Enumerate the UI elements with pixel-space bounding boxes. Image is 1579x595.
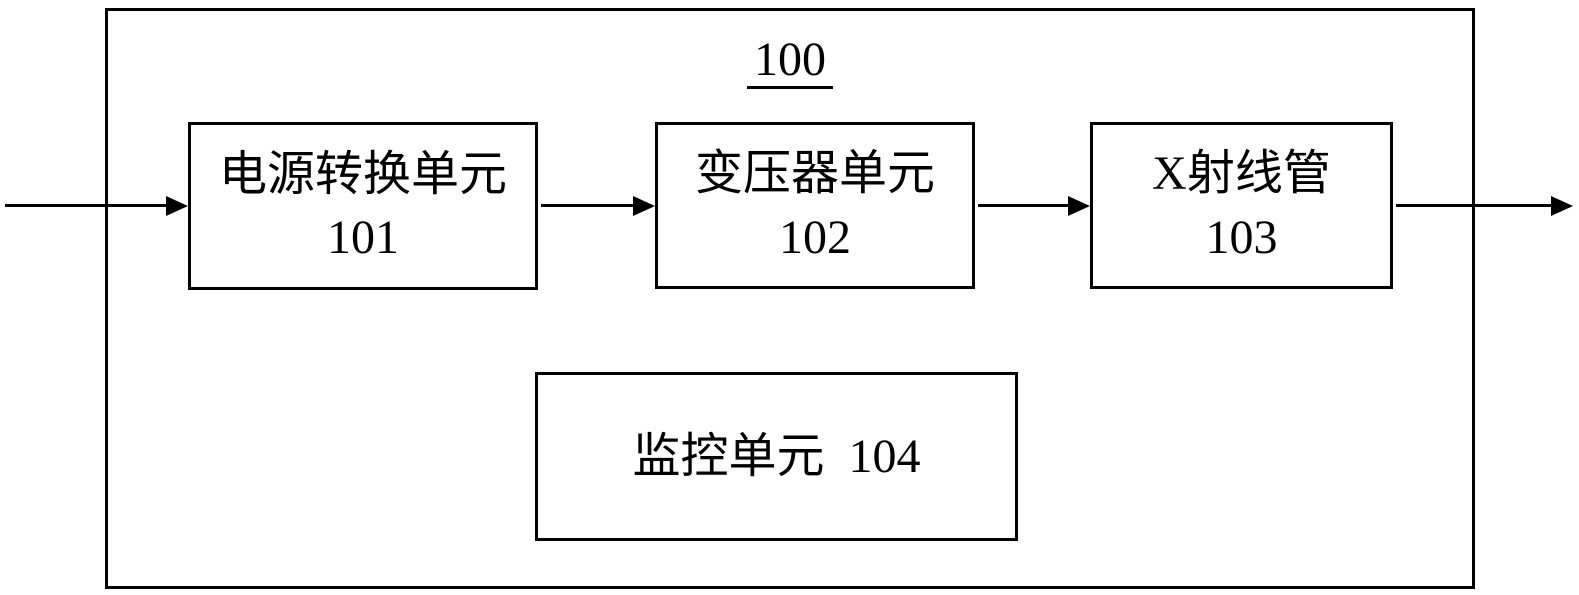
diagram-title-wrap: 100 (105, 36, 1475, 89)
arrow-101-102-head-icon (633, 196, 655, 216)
arrow-input-head-icon (166, 196, 188, 216)
block-ref: 101 (327, 211, 399, 264)
arrow-102-103-head-icon (1068, 196, 1090, 216)
arrow-102-103-line (978, 204, 1070, 207)
block-transformer-unit: 变压器单元 102 (655, 122, 975, 289)
block-power-conversion-unit: 电源转换单元 101 (188, 122, 538, 290)
block-label: 电源转换单元 (218, 147, 507, 201)
arrow-101-102-line (541, 204, 635, 207)
block-ref: 102 (779, 210, 851, 264)
block-label: X射线管 (1152, 147, 1331, 201)
diagram-title: 100 (747, 36, 833, 89)
arrow-output-head-icon (1551, 196, 1573, 216)
arrow-input-line (5, 204, 168, 207)
block-ref: 104 (848, 429, 921, 483)
arrow-output-line (1396, 204, 1553, 207)
block-label: 变压器单元 (694, 147, 935, 201)
block-ref: 103 (1205, 210, 1278, 264)
block-label: 监控单元 (632, 429, 825, 483)
block-xray-tube: X射线管 103 (1090, 122, 1393, 289)
block-monitoring-unit: 监控单元 104 (535, 372, 1018, 541)
system-boundary-box (105, 8, 1475, 589)
